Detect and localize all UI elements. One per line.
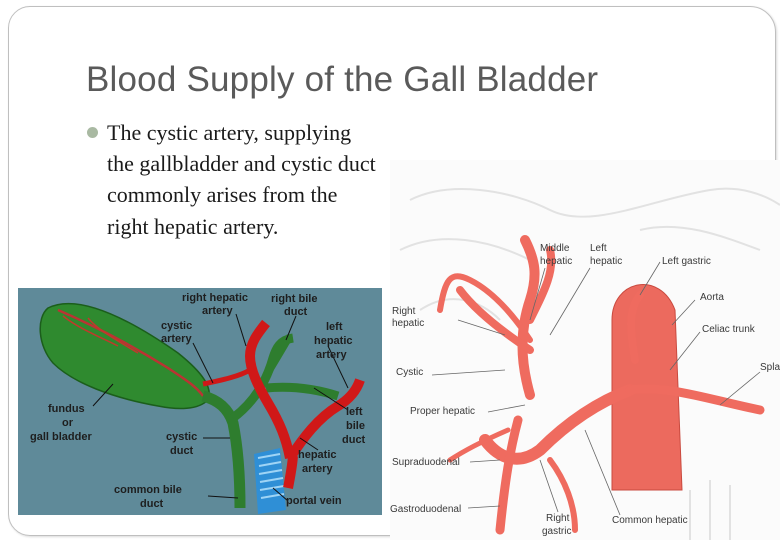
label-aorta: Aorta (700, 292, 724, 303)
label-common-bile-duct: duct (140, 498, 164, 510)
label-middle-hepatic: Middle (540, 243, 570, 254)
label-common-hepatic: Common hepatic (612, 515, 688, 526)
label-cystic-duct: duct (170, 445, 194, 457)
label-left-hepatic-artery: hepatic (314, 335, 353, 347)
label-left-hepatic-artery: left (326, 321, 343, 333)
bullet-icon (87, 127, 98, 138)
label-left-hepatic: hepatic (590, 256, 622, 267)
label-left-hepatic-artery: artery (316, 349, 347, 361)
label-right-hepatic: Right (392, 306, 416, 317)
label-proper-hepatic: Proper hepatic (410, 406, 475, 417)
bullet-text-line-1: The cystic artery, supplying (107, 120, 352, 145)
hepatic-artery-branches-figure: Middle hepatic Left hepatic Left gastric… (390, 160, 780, 540)
label-supraduodenal: Supraduodenal (392, 457, 460, 468)
label-right-bile-duct: right bile (271, 293, 317, 305)
label-cystic: Cystic (396, 367, 423, 378)
gallbladder-anatomy-drawing: right hepatic artery right bile duct cys… (18, 288, 382, 515)
label-middle-hepatic: hepatic (540, 256, 572, 267)
label-hepatic-artery: hepatic (298, 449, 337, 461)
label-right-gastric: gastric (542, 526, 571, 537)
label-left-bile-duct: duct (342, 434, 366, 446)
label-gastroduodenal: Gastroduodenal (390, 504, 461, 515)
label-right-hepatic-artery: right hepatic (182, 292, 248, 304)
label-left-gastric: Left gastric (662, 256, 711, 267)
label-splenic: Spla (760, 362, 780, 373)
label-right-hepatic: hepatic (392, 318, 424, 329)
gallbladder-shape (39, 302, 210, 410)
bullet-text-line-2: the gallbladder and cystic duct (107, 151, 376, 176)
label-fundus: or (62, 417, 74, 429)
label-fundus: gall bladder (30, 431, 92, 443)
label-left-bile-duct: bile (346, 420, 365, 432)
label-fundus: fundus (48, 403, 85, 415)
label-right-bile-duct: duct (284, 306, 308, 318)
label-left-hepatic: Left (590, 243, 607, 254)
label-right-hepatic-artery: artery (202, 305, 233, 317)
label-right-gastric: Right (546, 513, 570, 524)
bullet-text-line-4: right hepatic artery. (107, 214, 279, 239)
label-left-bile-duct: left (346, 406, 363, 418)
hepatic-artery-branches-drawing: Middle hepatic Left hepatic Left gastric… (390, 160, 780, 540)
gallbladder-anatomy-figure: right hepatic artery right bile duct cys… (18, 288, 382, 515)
label-portal-vein: portal vein (286, 495, 342, 507)
bullet-text-line-3: commonly arises from the (107, 182, 338, 207)
label-cystic-artery: artery (161, 333, 192, 345)
label-common-bile-duct: common bile (114, 484, 182, 496)
label-cystic-artery: cystic (161, 320, 192, 332)
label-celiac-trunk: Celiac trunk (702, 324, 756, 335)
label-hepatic-artery: artery (302, 463, 333, 475)
label-cystic-duct: cystic (166, 431, 197, 443)
slide-title: Blood Supply of the Gall Bladder (86, 60, 599, 99)
portal-vein-shape (254, 448, 286, 514)
